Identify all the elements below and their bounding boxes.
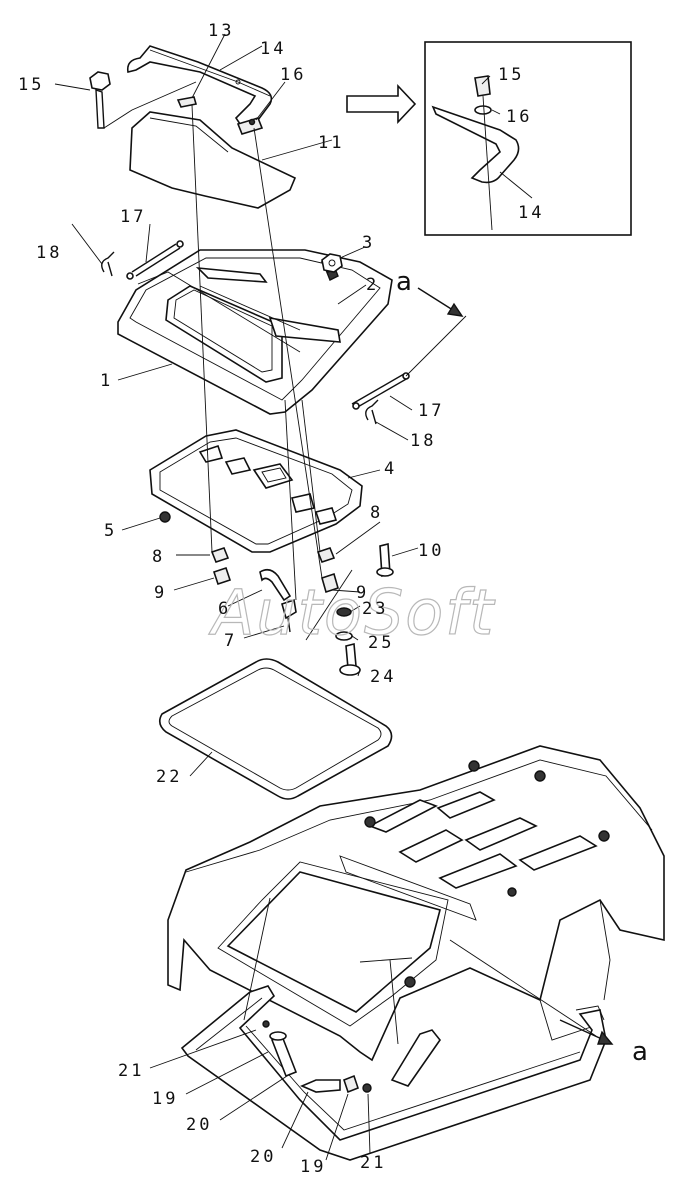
callout-15: 15 [18,75,44,95]
callout-21-left: 21 [118,1061,144,1081]
connector-lines [243,315,597,1045]
callout-20-left: 20 [186,1115,212,1135]
arrow-to-inset [346,83,417,125]
pad-part-13 [176,96,198,108]
nut-part-5 [159,511,171,523]
inset-callout-15: 15 [498,65,524,85]
callout-6: 6 [218,599,231,619]
detail-inset [424,41,632,236]
callout-22: 22 [156,767,182,787]
callout-labels: 15 13 14 16 11 17 18 3 2 a 1 17 18 4 5 8… [18,21,648,1177]
inset-callout-16: 16 [506,107,532,127]
callout-21-bottom: 21 [360,1153,386,1173]
callout-8-left: 8 [152,547,165,567]
callout-11: 11 [318,133,344,153]
clip-part-18-bottom [365,399,379,425]
callout-14: 14 [260,39,286,59]
callout-16: 16 [280,65,306,85]
callout-9-right: 9 [356,583,369,603]
callout-5: 5 [104,521,117,541]
callout-1: 1 [100,371,113,391]
callout-3: 3 [362,233,375,253]
watermark: AutoSoft [208,576,496,649]
callout-8-right: 8 [370,503,383,523]
hardware-cluster [191,104,394,676]
gas-strut-part-17-bottom [351,372,410,410]
callout-25: 25 [368,633,394,653]
callout-2: 2 [366,275,379,295]
section-arrow-a-bottom [559,1019,614,1045]
nut-part-3 [321,253,343,273]
callout-10: 10 [418,541,444,561]
callout-7: 7 [224,631,237,651]
section-mark-a-bottom: a [632,1037,648,1067]
section-arrow-a-top [417,287,464,317]
callout-20-bottom: 20 [250,1147,276,1167]
cover-plate-part-11 [129,111,297,209]
section-mark-a-top: a [396,267,412,297]
callout-18-bottom: 18 [410,431,436,451]
callout-17-bottom: 17 [418,401,444,421]
callout-19-bottom: 19 [300,1157,326,1177]
hatch-panel-part-1 [117,249,393,415]
hardware-19-20-21 [262,1020,372,1094]
callout-4: 4 [384,459,397,479]
leader-lines [54,33,533,1161]
cab-roof [167,745,665,1062]
clip-part-18-top [101,251,115,277]
callout-23: 23 [362,599,388,619]
seal-frame-part-4 [149,429,363,553]
callout-19-left: 19 [152,1089,178,1109]
callout-24: 24 [370,667,396,687]
gas-strut-part-17-top [126,240,184,280]
glass-part-22 [158,658,393,800]
headliner-panel [180,985,607,1161]
callout-17-top: 17 [120,207,146,227]
bolt-part-15 [89,71,197,129]
pad-part-16 [236,117,264,135]
inset-callout-14: 14 [518,203,544,223]
callout-13: 13 [208,21,234,41]
callout-18-top: 18 [36,243,62,263]
callout-9-left: 9 [154,583,167,603]
